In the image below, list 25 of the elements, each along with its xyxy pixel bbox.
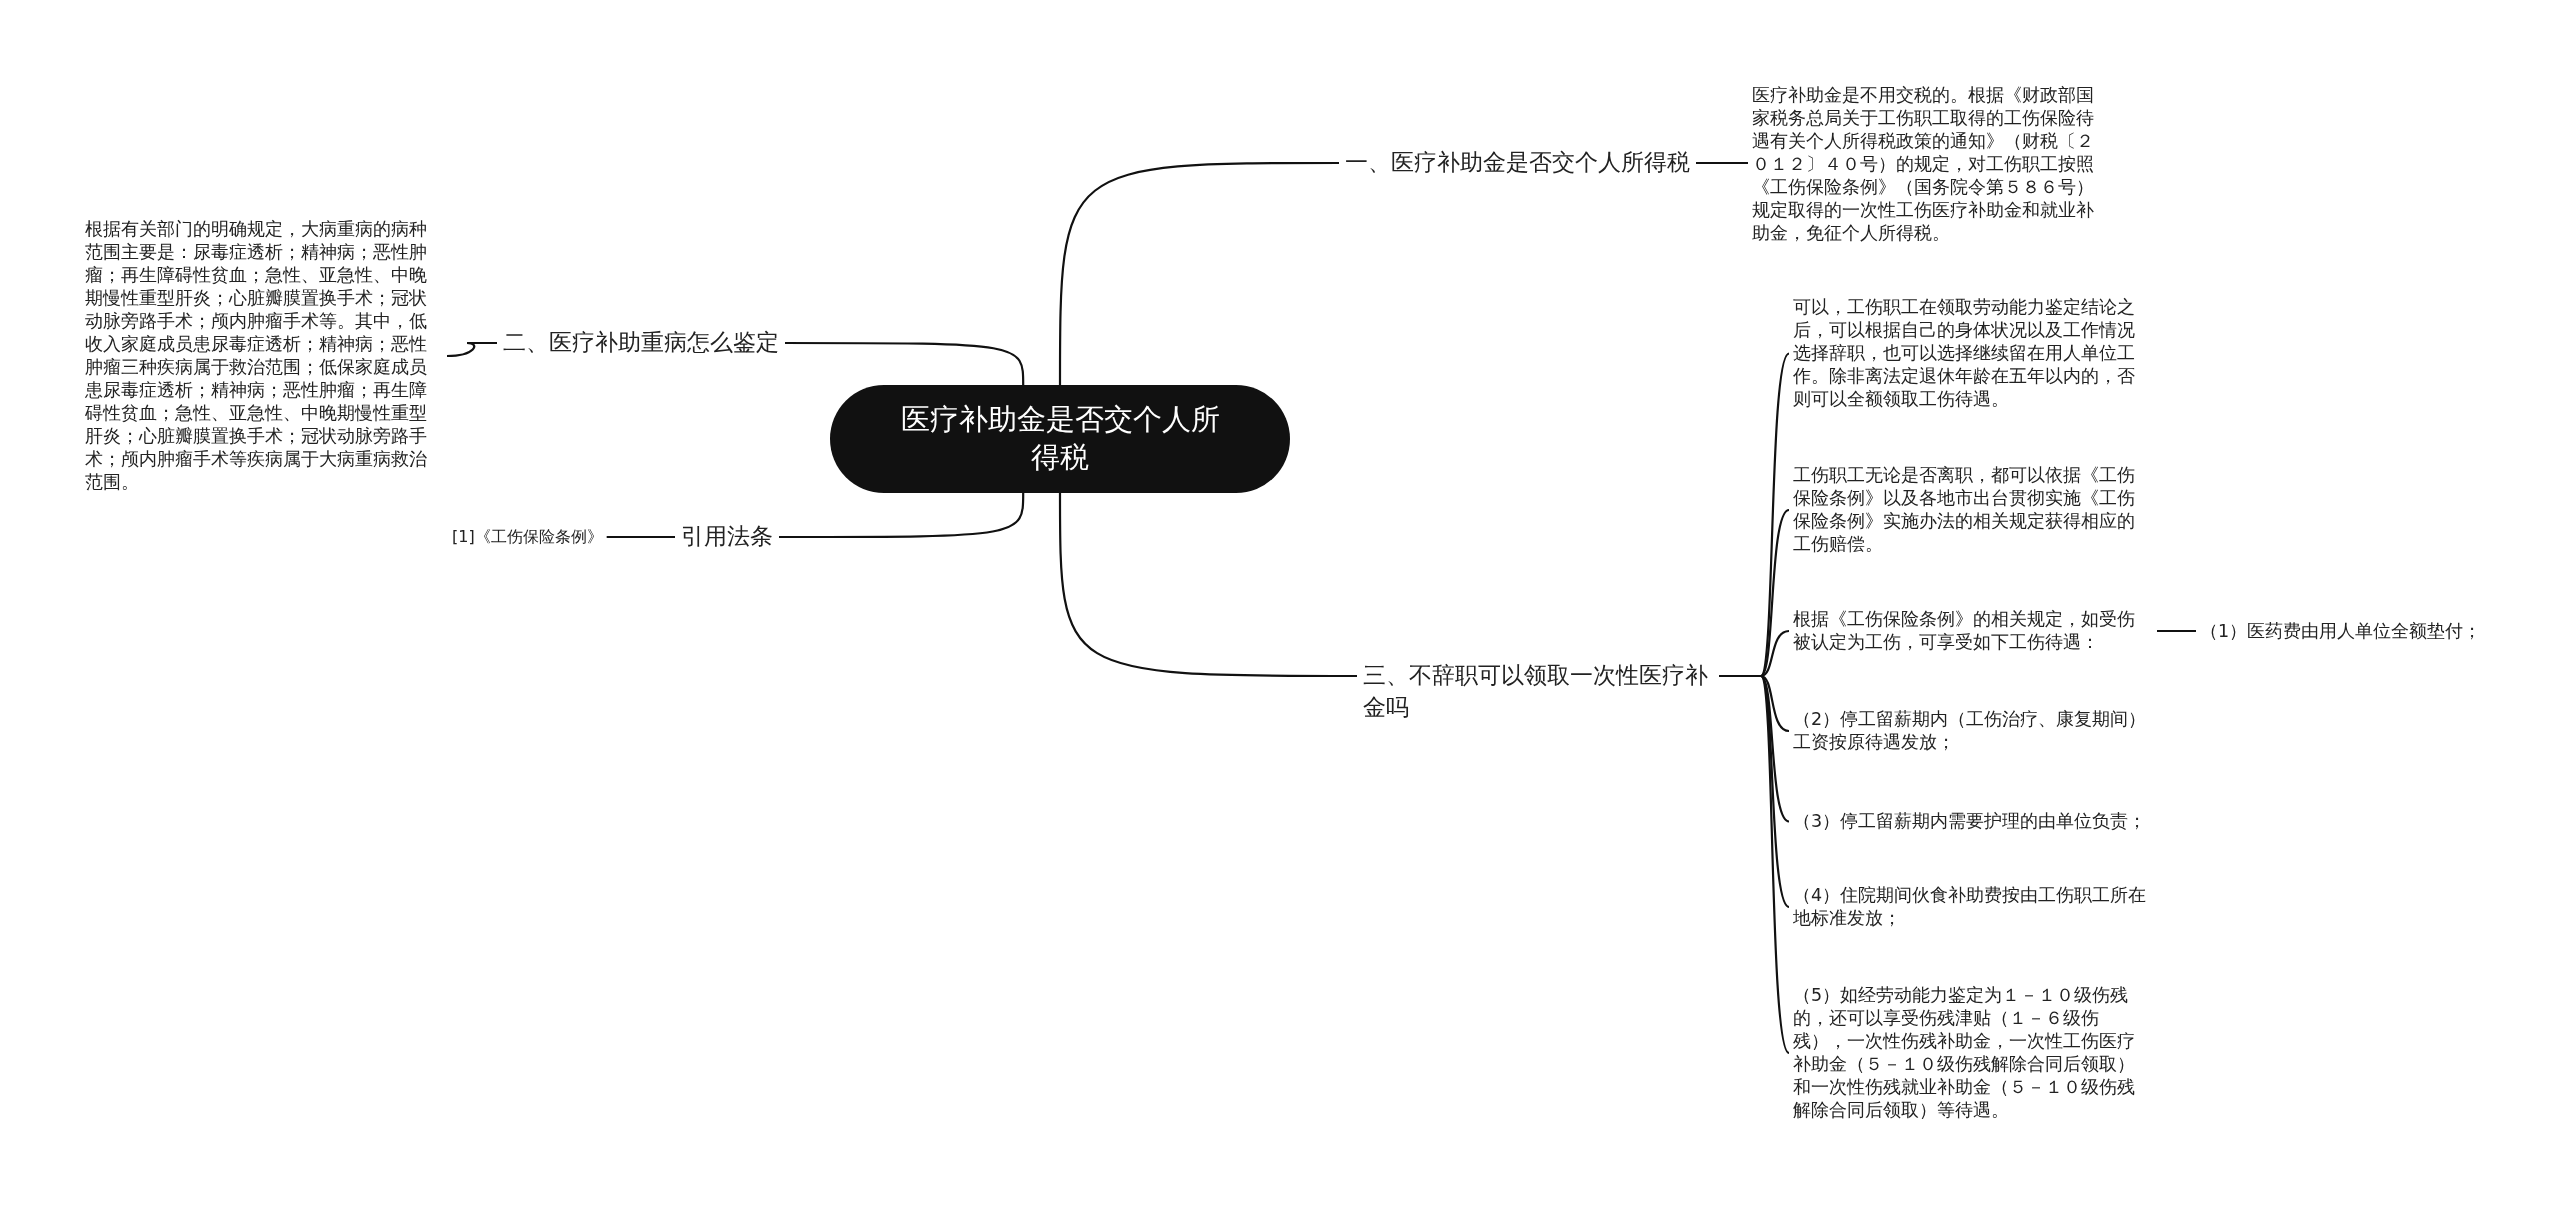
connector xyxy=(446,341,497,358)
connector xyxy=(1058,161,1339,385)
branch-topic: 一、医疗补助金是否交个人所得税 xyxy=(1345,147,1690,179)
branch-topic: 二、医疗补助重病怎么鉴定 xyxy=(503,327,779,359)
detail-text: （5）如经劳动能力鉴定为１－１０级伤残的，还可以享受伤残津贴（１－６级伤残），一次性伤残补助金，一次性工伤医疗补助金（５－１０级伤残解除合同后领取）和一次性伤残就业补助金（５－１０级伤残解除合同后领取）等待遇。 xyxy=(1793,984,2151,1122)
detail-text: （2）停工留薪期内（工伤治疗、康复期间）工资按原待遇发放； xyxy=(1793,708,2151,754)
connector xyxy=(2157,629,2196,633)
connector xyxy=(606,535,675,539)
connector xyxy=(779,493,1025,539)
branch-topic: 引用法条 xyxy=(681,521,773,553)
detail-text: 根据有关部门的明确规定，大病重病的病种范围主要是：尿毒症透析；精神病；恶性肿瘤；再生障碍性贫血；急性、亚急性、中晚期慢性重型肝炎；心脏瓣膜置换手术；冠状动脉旁路手术；颅内肿瘤手术等。其中，低收入家庭成员患尿毒症透析；精神病；恶性肿瘤三种疾病属于救治范围；低保家庭成员患尿毒症透析；精神病；恶性肿瘤；再生障碍性贫血；急性、亚急性、中晚期慢性重型肝炎；心脏瓣膜置换手术；冠状动脉旁路手术；颅内肿瘤手术等疾病属于大病重病救治范围。 xyxy=(85,218,443,494)
connector xyxy=(1058,493,1357,678)
detail-text: （1）医药费由用人单位全额垫付； xyxy=(2200,620,2482,643)
connector xyxy=(785,341,1025,385)
central-topic: 医疗补助金是否交个人所得税 xyxy=(830,385,1290,493)
detail-text: （4）住院期间伙食补助费按由工伤职工所在地标准发放； xyxy=(1793,884,2151,930)
connector xyxy=(1696,161,1748,165)
reference-text: [1]《工伤保险条例》 xyxy=(452,526,603,548)
detail-text: 根据《工伤保险条例》的相关规定，如受伤被认定为工伤，可享受如下工伤待遇： xyxy=(1793,608,2151,654)
connector xyxy=(1719,674,1790,1054)
branch-topic: 三、不辞职可以领取一次性医疗补金吗 xyxy=(1363,660,1713,723)
detail-text: 工伤职工无论是否离职，都可以依据《工伤保险条例》以及各地市出台贯彻实施《工伤保险条例》实施办法的相关规定获得相应的工伤赔偿。 xyxy=(1793,464,2151,556)
detail-text: （3）停工留薪期内需要护理的由单位负责； xyxy=(1793,810,2151,833)
detail-text: 可以，工伤职工在领取劳动能力鉴定结论之后，可以根据自己的身体状况以及工作情况选择辞职，也可以选择继续留在用人单位工作。除非离法定退休年龄在五年以内的，否则可以全额领取工伤待遇。 xyxy=(1793,296,2151,411)
detail-text: 医疗补助金是不用交税的。根据《财政部国家税务总局关于工伤职工取得的工伤保险待遇有关个人所得税政策的通知》（财税〔２０１２〕４０号）的规定，对工伤职工按照《工伤保险条例》（国务院令第５８６号）规定取得的一次性工伤医疗补助金和就业补助金，免征个人所得税。 xyxy=(1752,84,2110,245)
